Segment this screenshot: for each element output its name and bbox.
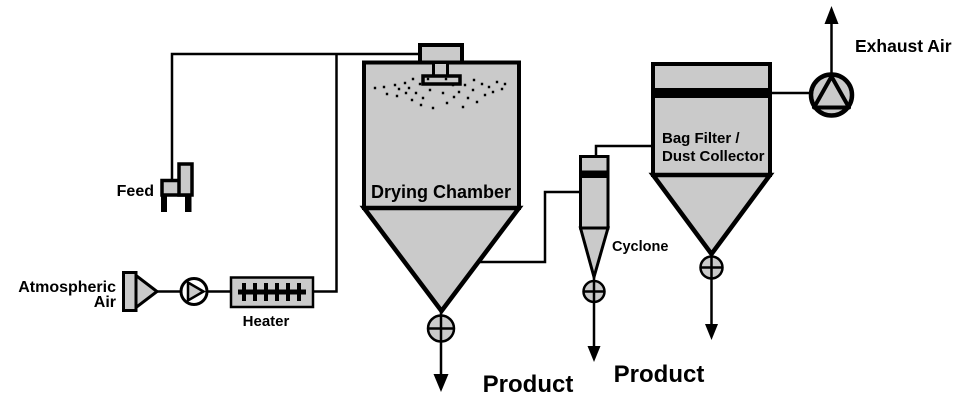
atmospheric-air-label-line1: Atmospheric: [18, 279, 116, 296]
cyclone-band: [579, 170, 610, 178]
product-cyclone-label: Product: [614, 361, 705, 388]
air-inlet-cone: [134, 272, 160, 311]
rotary-valve-bag-filter-cross: [700, 256, 723, 279]
chamber-product-outlet: [426, 311, 456, 392]
feed-label: Feed: [117, 183, 154, 200]
rotary-valve-chamber-cross: [428, 315, 454, 342]
exhaust-blower-rotor: [812, 74, 851, 110]
atmospheric-air-label-line2: Air: [94, 294, 116, 311]
heater: [229, 276, 315, 309]
bag-filter-label-line1: Bag Filter /: [662, 130, 740, 147]
piping: [156, 52, 813, 293]
bag-filter-band: [651, 88, 772, 98]
chamber-product-arrowhead: [433, 374, 449, 392]
heater-element-fins: [242, 283, 301, 301]
hot-air-pipe: [313, 55, 338, 293]
cyclone-body: [579, 155, 610, 230]
cyclone-to-bagfilter-duct: [594, 144, 655, 158]
feed-stand-leg-left: [161, 194, 167, 212]
exhaust-air-label: Exhaust Air: [855, 36, 952, 56]
feed-pump-head: [177, 162, 194, 197]
rotary-valve-cyclone-cross: [583, 281, 605, 302]
cyclone-label: Cyclone: [612, 239, 668, 255]
heater-label: Heater: [243, 313, 290, 330]
feed-pipe: [170, 52, 420, 181]
drying-chamber-cone: [359, 205, 524, 315]
drying-chamber-label: Drying Chamber: [371, 182, 511, 202]
cyclone-product-arrowhead: [587, 346, 601, 362]
feed-stand-leg-right: [185, 194, 192, 212]
spray-nozzle-motor: [418, 43, 464, 65]
bag-filter-label-line2: Dust Collector: [662, 148, 765, 165]
supply-fan-rotor: [186, 280, 206, 303]
exhaust-blower: [808, 6, 855, 118]
bag-filter-body: [651, 62, 772, 177]
exhaust-arrowhead: [824, 6, 839, 24]
air-inlet-plate: [122, 271, 138, 312]
supply-fan: [179, 277, 209, 306]
bag-filter-cone: [648, 172, 775, 258]
product-chamber-label: Product: [483, 371, 574, 398]
feed-pump: [160, 162, 194, 212]
chamber-to-cyclone-duct: [478, 190, 582, 264]
drying-chamber: Drying Chamber: [359, 43, 524, 315]
cyclone-cone: [578, 226, 610, 283]
bagfilter-product-arrowhead: [705, 324, 718, 340]
cyclone: [578, 155, 610, 362]
atmospheric-air-inlet: [122, 271, 160, 312]
bag-filter-dust-collector: Bag Filter / Dust Collector: [648, 62, 775, 340]
